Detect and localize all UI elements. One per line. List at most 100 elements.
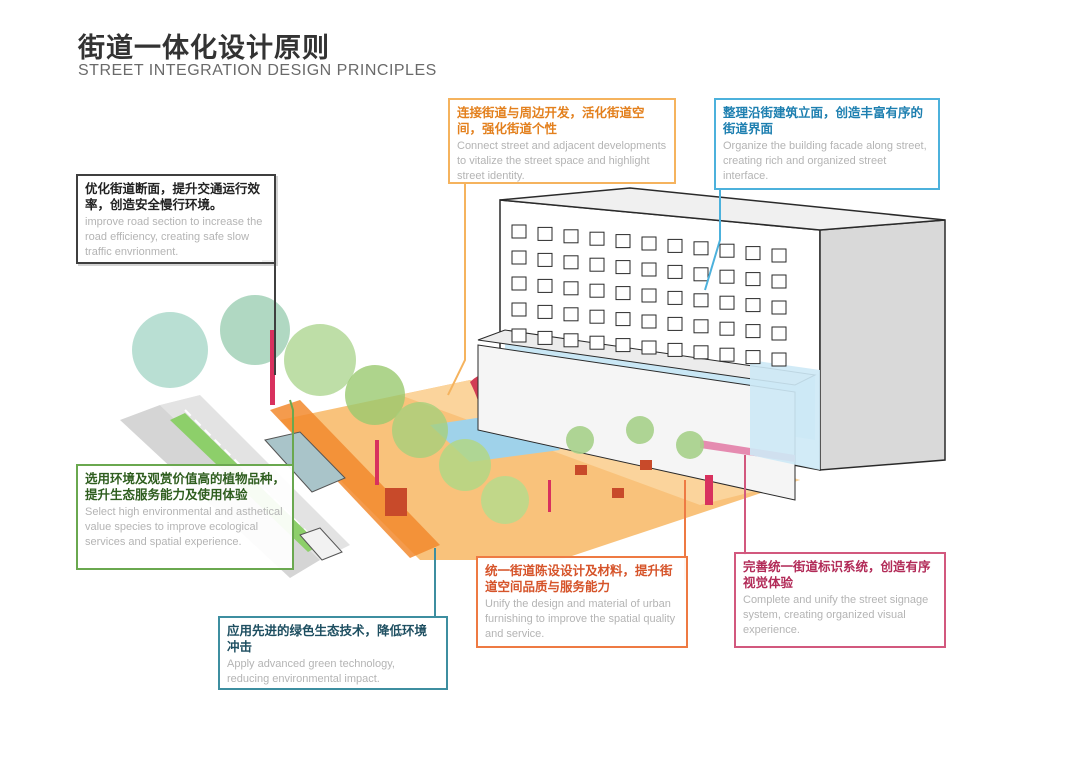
tree	[626, 416, 654, 444]
tree	[566, 426, 594, 454]
facade-window	[667, 342, 683, 357]
facade-window	[537, 278, 553, 293]
facade-window	[537, 226, 553, 241]
facade-window	[719, 295, 735, 310]
facade-window	[693, 241, 709, 256]
facade-window	[537, 330, 553, 345]
facade-window	[771, 300, 787, 315]
facade-window	[537, 252, 553, 267]
planter	[640, 460, 652, 470]
facade-window	[641, 314, 657, 329]
leader-connect-street	[447, 184, 466, 396]
bus	[264, 431, 346, 493]
facade-window	[563, 307, 579, 322]
facade-window	[589, 231, 605, 246]
facade-window	[615, 312, 631, 327]
facade-window	[615, 286, 631, 301]
callout-en-text: Organize the building facade along stree…	[723, 140, 927, 182]
callout-facade: 整理沿街建筑立面，创造丰富有序的街道界面 Organize the buildi…	[714, 98, 940, 190]
facade-window	[563, 333, 579, 348]
callout-road-section: 优化街道断面，提升交通运行效率，创造安全慢行环境。 improve road s…	[76, 174, 276, 264]
facade-window	[615, 260, 631, 275]
page-subtitle: STREET INTEGRATION DESIGN PRINCIPLES	[78, 62, 437, 79]
car	[299, 527, 343, 561]
callout-cn-text: 优化街道断面，提升交通运行效率，创造安全慢行环境。	[85, 181, 261, 212]
facade-window	[693, 267, 709, 282]
facade-window	[641, 262, 657, 277]
facade-window	[511, 302, 527, 317]
facade-window	[719, 269, 735, 284]
callout-cn-text: 统一街道陈设设计及材料，提升街道空间品质与服务能力	[485, 563, 673, 594]
facade-window	[745, 272, 761, 287]
facade-window	[771, 352, 787, 367]
callout-en-text: Select high environmental and asthetical…	[85, 506, 283, 548]
facade-window	[563, 255, 579, 270]
building-side	[819, 219, 946, 471]
facade-window	[771, 326, 787, 341]
facade-window	[511, 224, 527, 239]
callout-en-text: improve road section to increase the roa…	[85, 216, 263, 258]
side-glass	[750, 360, 820, 470]
facade-window	[589, 257, 605, 272]
callout-furnishing: 统一街道陈设设计及材料，提升街道空间品质与服务能力 Unify the desi…	[476, 556, 688, 648]
facade-window	[745, 324, 761, 339]
tree	[481, 476, 529, 524]
facade-window	[589, 335, 605, 350]
callout-cn-text: 选用环境及观赏价值高的植物品种，提升生态服务能力及使用体验	[85, 471, 286, 502]
facade-window	[641, 236, 657, 251]
planter	[612, 488, 624, 498]
planter	[385, 488, 407, 516]
facade-window	[719, 321, 735, 336]
facade-window	[667, 290, 683, 305]
callout-connect-street: 连接街道与周边开发，活化街道空间，强化街道个性 Connect street a…	[448, 98, 676, 184]
tree	[220, 295, 290, 365]
planter	[575, 465, 587, 475]
callout-cn-text: 连接街道与周边开发，活化街道空间，强化街道个性	[457, 105, 645, 136]
facade-window	[745, 298, 761, 313]
red-pole	[375, 440, 379, 485]
facade-window	[537, 304, 553, 319]
building-roof	[499, 187, 946, 231]
facade-window	[667, 238, 683, 253]
tree	[345, 365, 405, 425]
callout-cn-text: 整理沿街建筑立面，创造丰富有序的街道界面	[723, 105, 924, 136]
facade-window	[745, 246, 761, 261]
callout-plants: 选用环境及观赏价值高的植物品种，提升生态服务能力及使用体验 Select hig…	[76, 464, 294, 570]
facade-window	[511, 328, 527, 343]
tree	[132, 312, 208, 388]
facade-window	[667, 264, 683, 279]
callout-signage: 完善统一街道标识系统，创造有序视觉体验 Complete and unify t…	[734, 552, 946, 648]
facade-window	[693, 319, 709, 334]
facade-window	[667, 316, 683, 331]
callout-cn-text: 完善统一街道标识系统，创造有序视觉体验	[743, 559, 931, 590]
facade-window	[719, 243, 735, 258]
red-signpost	[548, 480, 551, 512]
tree	[439, 439, 491, 491]
facade-window	[745, 350, 761, 365]
facade-window	[589, 283, 605, 298]
facade-window	[615, 338, 631, 353]
tree	[284, 324, 356, 396]
callout-en-text: Complete and unify the street signage sy…	[743, 594, 929, 636]
callout-cn-text: 应用先进的绿色生态技术，降低环境冲击	[227, 623, 428, 654]
facade-window	[693, 345, 709, 360]
facade-window	[563, 229, 579, 244]
tree	[676, 431, 704, 459]
callout-en-text: Apply advanced green technology, reducin…	[227, 658, 395, 685]
red-signpost	[705, 475, 713, 505]
window-grid	[511, 224, 787, 367]
facade-window	[771, 248, 787, 263]
leader-facade	[704, 190, 721, 291]
tree	[392, 402, 448, 458]
leader-plants	[289, 399, 294, 470]
facade-window	[641, 340, 657, 355]
facade-window	[511, 250, 527, 265]
facade-window	[641, 288, 657, 303]
facade-window	[771, 274, 787, 289]
red-pole	[270, 330, 275, 405]
facade-window	[563, 281, 579, 296]
facade-window	[511, 276, 527, 291]
facade-window	[589, 309, 605, 324]
facade-window	[719, 347, 735, 362]
